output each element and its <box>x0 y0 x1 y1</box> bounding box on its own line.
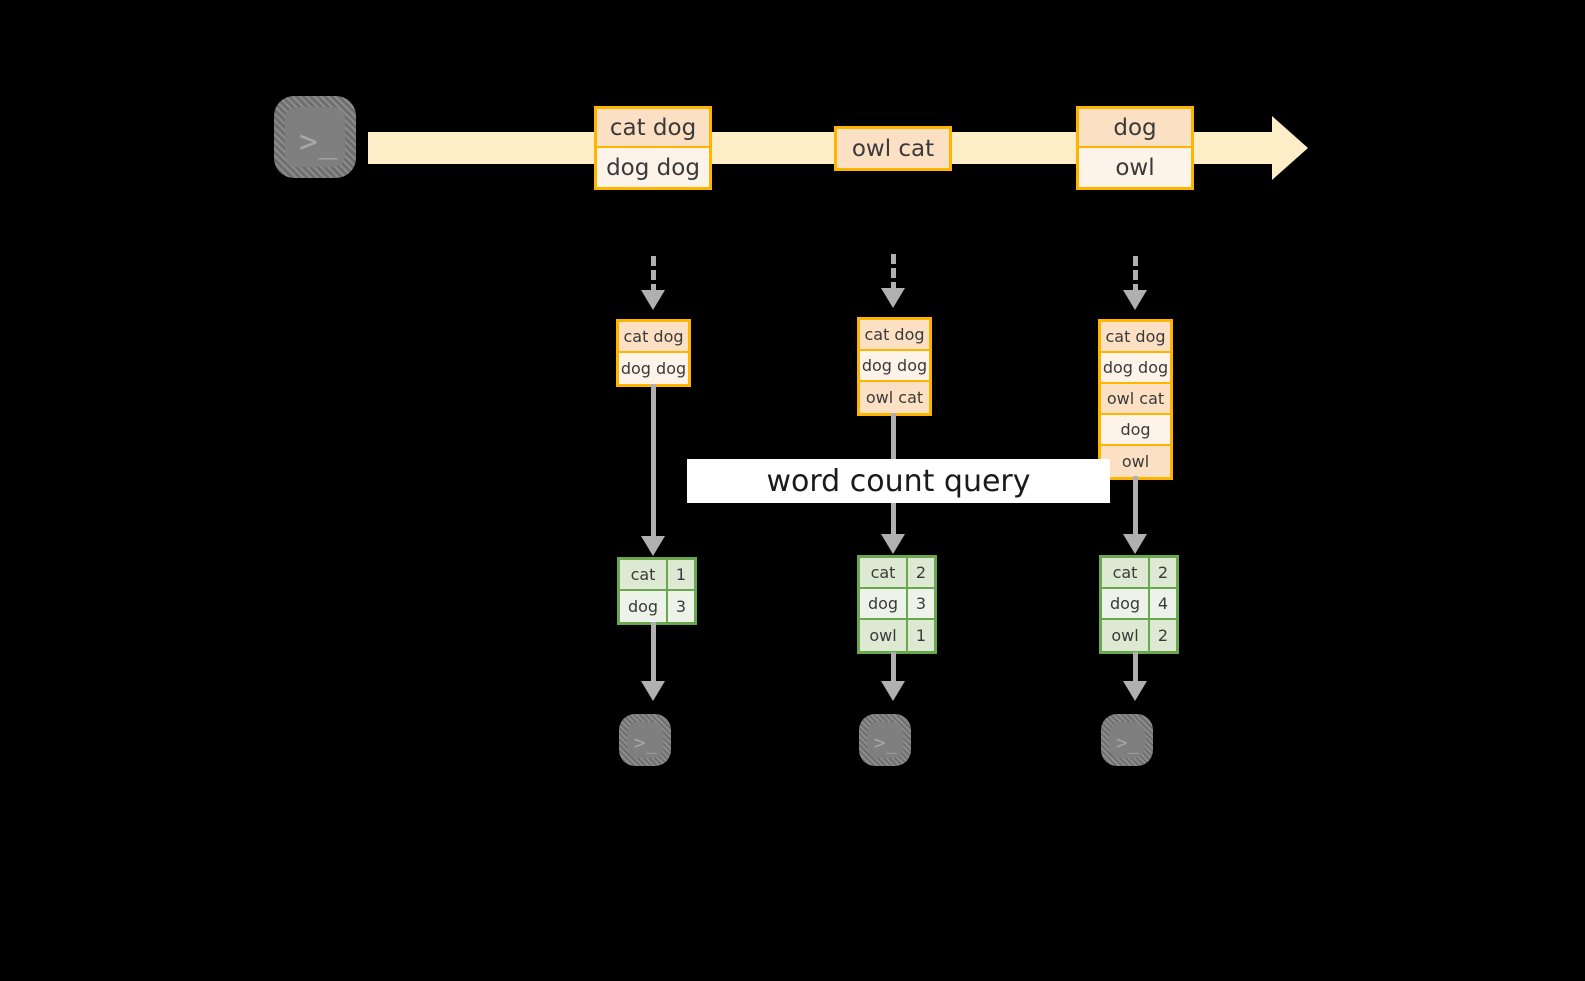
result-to-sink-arrowhead <box>881 681 905 701</box>
terminal-screen <box>627 722 663 758</box>
stream-event-line: cat dog <box>597 109 709 148</box>
stream-to-snapshot-connector <box>651 256 656 294</box>
result-to-sink-connector <box>1133 652 1138 684</box>
result-count: 3 <box>675 597 687 616</box>
terminal-screen <box>867 722 903 758</box>
result-word: dog <box>1102 589 1150 618</box>
stream-arrowhead <box>1272 116 1308 180</box>
stream-event-line: owl cat <box>837 129 949 168</box>
result-table: cat 1 dog 3 <box>617 557 697 625</box>
result-word: cat <box>1102 558 1150 587</box>
query-banner-label: word count query <box>766 463 1031 499</box>
snapshot-line: owl cat <box>1101 384 1170 415</box>
result-word: dog <box>620 591 668 622</box>
terminal-prompt-glyph: >_ <box>874 732 897 754</box>
stream-to-snapshot-connector <box>891 254 896 292</box>
query-banner: word count query <box>687 459 1110 503</box>
terminal-prompt-glyph: >_ <box>299 124 339 160</box>
result-to-sink-connector <box>651 622 656 684</box>
snapshot-line: dog dog <box>619 353 688 384</box>
terminal-prompt-glyph: >_ <box>1116 732 1139 754</box>
snapshot-box: cat dog dog dog owl cat dog owl <box>1098 319 1173 480</box>
result-count: 1 <box>915 626 927 645</box>
table-row: dog 3 <box>620 591 694 622</box>
snapshot-box: cat dog dog dog owl cat <box>857 317 932 416</box>
result-table: cat 2 dog 3 owl 1 <box>857 555 937 654</box>
snapshot-line: dog <box>1101 415 1170 446</box>
snapshot-to-result-connector <box>1133 476 1138 537</box>
snapshot-to-result-arrowhead <box>881 534 905 554</box>
snapshot-box: cat dog dog dog <box>616 319 691 387</box>
table-row: cat 1 <box>620 560 694 591</box>
table-row: cat 2 <box>860 558 934 589</box>
result-word: cat <box>620 560 668 589</box>
snapshot-line: owl <box>1101 446 1170 477</box>
result-word: owl <box>860 620 908 651</box>
result-word: cat <box>860 558 908 587</box>
terminal-screen <box>285 107 345 167</box>
table-row: dog 4 <box>1102 589 1176 620</box>
result-table: cat 2 dog 4 owl 2 <box>1099 555 1179 654</box>
sink-terminal-icon: >_ <box>859 714 911 766</box>
result-to-sink-arrowhead <box>1123 681 1147 701</box>
terminal-prompt-glyph: >_ <box>634 732 657 754</box>
snapshot-to-result-arrowhead <box>1123 534 1147 554</box>
result-count: 3 <box>915 594 927 613</box>
snapshot-line: cat dog <box>1101 322 1170 353</box>
stream-event-line: dog <box>1079 109 1191 148</box>
snapshot-line: cat dog <box>619 322 688 353</box>
source-terminal-icon: >_ <box>274 96 356 178</box>
stream-event-line: owl <box>1079 148 1191 187</box>
snapshot-line: dog dog <box>860 351 929 382</box>
result-to-sink-connector <box>891 652 896 684</box>
result-count: 2 <box>915 563 927 582</box>
table-row: owl 1 <box>860 620 934 651</box>
snapshot-line: cat dog <box>860 320 929 351</box>
table-row: owl 2 <box>1102 620 1176 651</box>
stream-event-box: owl cat <box>834 126 952 171</box>
terminal-screen <box>1109 722 1145 758</box>
sink-terminal-icon: >_ <box>1101 714 1153 766</box>
result-count: 2 <box>1157 563 1169 582</box>
table-row: dog 3 <box>860 589 934 620</box>
snapshot-to-result-connector <box>651 384 656 539</box>
stream-to-snapshot-connector <box>1133 256 1138 294</box>
stream-to-snapshot-arrowhead <box>641 290 665 310</box>
stream-event-box: cat dog dog dog <box>594 106 712 190</box>
sink-terminal-icon: >_ <box>619 714 671 766</box>
result-count: 4 <box>1157 594 1169 613</box>
result-count: 1 <box>675 565 687 584</box>
snapshot-line: dog dog <box>1101 353 1170 384</box>
result-to-sink-arrowhead <box>641 681 665 701</box>
snapshot-to-result-arrowhead <box>641 536 665 556</box>
stream-to-snapshot-arrowhead <box>881 288 905 308</box>
stream-event-line: dog dog <box>597 148 709 187</box>
result-count: 2 <box>1157 626 1169 645</box>
result-word: dog <box>860 589 908 618</box>
stream-event-box: dog owl <box>1076 106 1194 190</box>
result-word: owl <box>1102 620 1150 651</box>
snapshot-line: owl cat <box>860 382 929 413</box>
stream-to-snapshot-arrowhead <box>1123 290 1147 310</box>
table-row: cat 2 <box>1102 558 1176 589</box>
